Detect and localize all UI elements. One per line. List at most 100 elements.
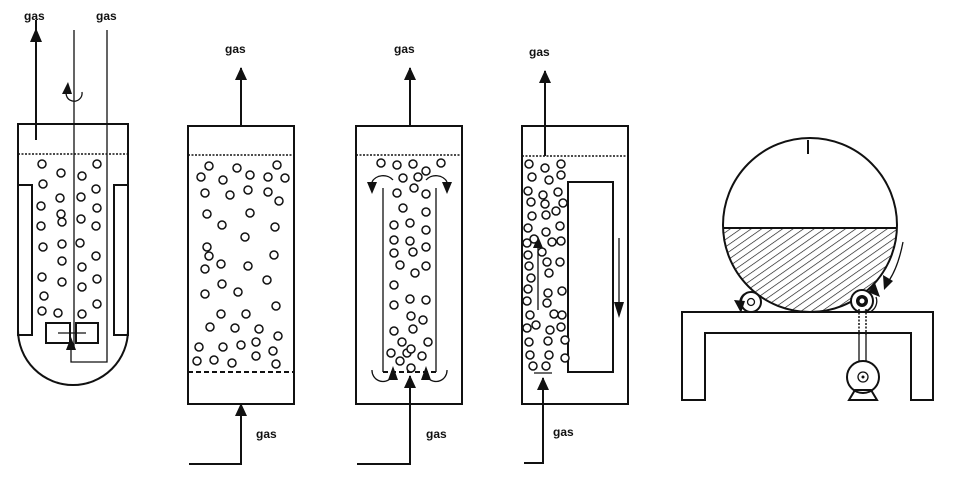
bubble [541, 227, 551, 237]
gas-in-label: gas [553, 425, 574, 439]
bubble [216, 259, 226, 269]
bubble [389, 300, 399, 310]
bubble [240, 232, 250, 242]
bubble [397, 337, 407, 347]
arrow-up-icon [539, 70, 551, 83]
bubble [524, 159, 534, 169]
bubble [376, 158, 386, 168]
bubble [540, 199, 550, 209]
downcomer-baffle [567, 181, 614, 373]
bubble [389, 235, 399, 245]
bubble [392, 160, 402, 170]
bubble [436, 158, 446, 168]
bubble [413, 172, 423, 182]
bubble [408, 324, 418, 334]
bubbles [522, 159, 570, 371]
bubble [543, 288, 553, 298]
bubble [273, 331, 283, 341]
bubble [558, 198, 568, 208]
bubble [274, 196, 284, 206]
bubble [53, 308, 63, 318]
bubble [408, 247, 418, 257]
bubble [232, 163, 242, 173]
bubble [243, 185, 253, 195]
bubble [280, 173, 290, 183]
bubble [410, 268, 420, 278]
bubble [263, 172, 273, 182]
column-wall [521, 125, 629, 405]
bubble [57, 217, 67, 227]
bubbles [376, 158, 446, 373]
bubble [541, 361, 551, 371]
bubble [555, 257, 565, 267]
bubble [421, 225, 431, 235]
bubble [409, 183, 419, 193]
bubble [421, 189, 431, 199]
bubble [37, 159, 47, 169]
bubble [76, 214, 86, 224]
bubble [192, 356, 202, 366]
bubble [421, 207, 431, 217]
bubble [395, 356, 405, 366]
bubble [421, 166, 431, 176]
arrow-up-icon [537, 377, 549, 390]
bubble [406, 363, 416, 373]
bubble [527, 172, 537, 182]
bubble [557, 310, 567, 320]
bubble [524, 261, 534, 271]
bubble [38, 242, 48, 252]
bubble [560, 335, 570, 345]
arrow-up-icon [235, 67, 247, 80]
bubble [527, 211, 537, 221]
bubble [557, 286, 567, 296]
bubble [556, 170, 566, 180]
bubble [523, 223, 533, 233]
arrow-down-icon [614, 302, 624, 318]
bubble [522, 238, 532, 248]
bubble [526, 273, 536, 283]
bubble [57, 277, 67, 287]
bubble [91, 251, 101, 261]
baffle-left [17, 184, 33, 336]
bubble [251, 351, 261, 361]
bubble [528, 361, 538, 371]
rotation-arrow-icon [868, 283, 880, 297]
bubble [209, 355, 219, 365]
bubble [76, 192, 86, 202]
bubble [254, 324, 264, 334]
bubble [204, 251, 214, 261]
motor-base [847, 389, 879, 401]
arrow-up-icon [235, 403, 247, 416]
bubble [75, 238, 85, 248]
bubble [263, 187, 273, 197]
bubble [245, 170, 255, 180]
bubble [92, 203, 102, 213]
bubble [389, 280, 399, 290]
bubble [405, 236, 415, 246]
bubble [245, 208, 255, 218]
panel-bubble-column: gas gas [187, 42, 295, 465]
bubble [57, 239, 67, 249]
bubble [269, 250, 279, 260]
gas-in-label: gas [256, 427, 277, 441]
bubble [560, 353, 570, 363]
gas-in-label: gas [426, 427, 447, 441]
circulation-arrow-icon [425, 175, 448, 183]
bubble [524, 337, 534, 347]
rotation-arrow-icon [734, 300, 745, 313]
bubbles [36, 159, 102, 319]
panel-internal-loop-airlift: gas gas [355, 42, 463, 465]
bubble [217, 220, 227, 230]
bubble [523, 284, 533, 294]
bubble [544, 350, 554, 360]
bubble [522, 323, 532, 333]
bubble [389, 248, 399, 258]
bubble [389, 220, 399, 230]
gas-out-label: gas [529, 45, 550, 59]
bubble [270, 222, 280, 232]
bubbles [192, 160, 290, 369]
bubble [37, 306, 47, 316]
bubble [92, 274, 102, 284]
bubble [92, 299, 102, 309]
